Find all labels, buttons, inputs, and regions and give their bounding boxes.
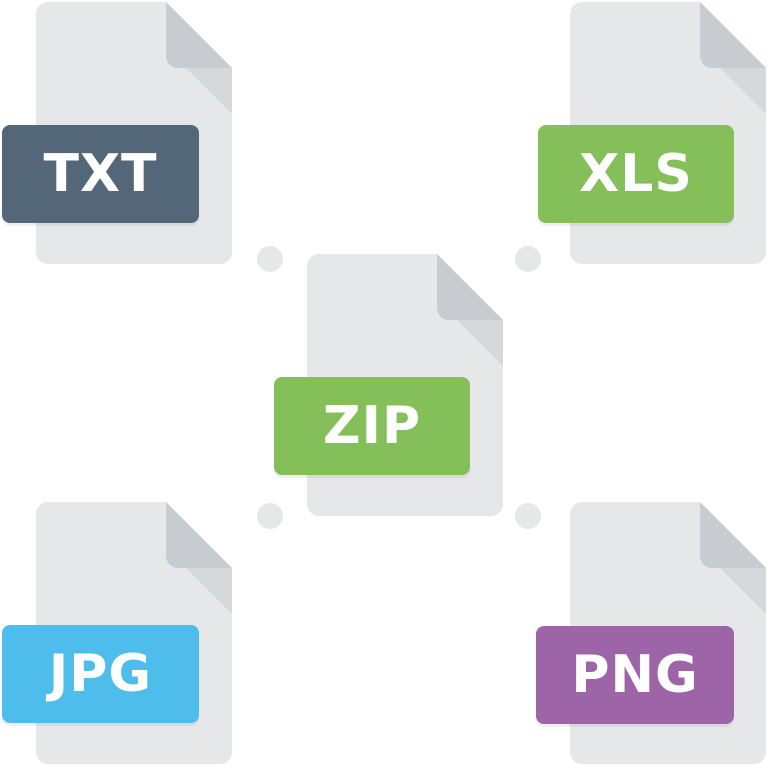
connector-dot-top-left: [257, 246, 283, 272]
txt-label: TXT: [2, 125, 199, 223]
connector-dot-top-right: [515, 246, 541, 272]
zip-label: ZIP: [274, 377, 470, 475]
xls-label: XLS: [538, 125, 734, 223]
jpg-label: JPG: [2, 625, 199, 723]
connector-dot-bottom-right: [515, 503, 541, 529]
png-label: PNG: [536, 626, 734, 724]
connector-dot-bottom-left: [257, 503, 283, 529]
